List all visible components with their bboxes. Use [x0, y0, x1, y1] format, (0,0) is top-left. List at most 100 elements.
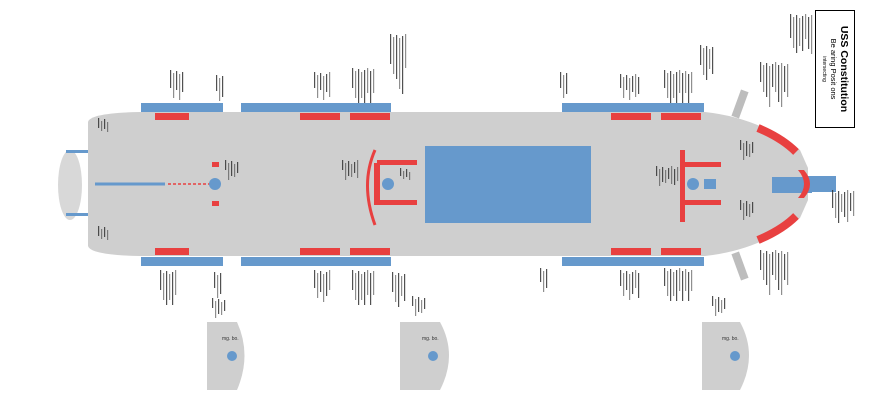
pin-label-mark	[749, 144, 751, 157]
mizzen-bitt-top	[212, 162, 219, 167]
pin-label-mark	[182, 72, 184, 92]
pin-label-mark	[796, 15, 798, 53]
pin-label-mark	[212, 298, 214, 308]
pin-label-mark	[415, 299, 417, 316]
pin-label-mark	[345, 163, 347, 180]
chains-main-top-1	[300, 113, 340, 120]
main-mast	[382, 178, 394, 190]
pin-label-mark	[351, 164, 353, 177]
pin-label-mark	[688, 272, 690, 301]
pin-label-mark	[838, 191, 840, 223]
pin-label-mark	[104, 227, 106, 237]
chains-fore-bottom-1	[611, 248, 651, 255]
fore-top-mast	[730, 351, 740, 361]
pin-label-mark	[850, 193, 852, 211]
pin-label-mark	[179, 74, 181, 100]
pin-label-mark	[853, 191, 855, 216]
pin-label-mark	[237, 162, 239, 173]
pin-label-mark	[784, 66, 786, 92]
pin-label-mark	[778, 253, 780, 290]
chains-fore-bottom-2	[661, 248, 701, 255]
pin-label-mark	[170, 70, 172, 88]
pin-label-mark	[674, 169, 676, 185]
pin-label-mark	[632, 76, 634, 92]
pin-label-mark	[348, 161, 350, 176]
pin-label-mark	[225, 160, 227, 170]
pin-label-mark	[566, 73, 568, 94]
pin-label-mark	[700, 45, 702, 65]
pin-label-mark	[107, 230, 109, 240]
pin-label-mark	[781, 251, 783, 295]
pin-label-mark	[682, 271, 684, 301]
pin-label-mark	[329, 270, 331, 290]
pin-label-mark	[752, 202, 754, 213]
stern-davit-bottom	[66, 213, 92, 216]
pin-label-mark	[844, 192, 846, 217]
belaying-pin-labels: mg. bo.mg. bo.mg. bo.	[98, 14, 855, 342]
top-label: mg. bo.	[222, 336, 239, 342]
pin-label-mark	[224, 300, 226, 311]
pin-label-mark	[623, 77, 625, 98]
pin-label-mark	[709, 49, 711, 69]
pin-label-mark	[832, 190, 834, 208]
pin-label-mark	[320, 271, 322, 292]
mizzen-top-mast	[227, 351, 237, 361]
pin-label-mark	[665, 170, 667, 183]
pin-label-mark	[679, 268, 681, 291]
bow-rail-top	[756, 124, 799, 155]
channel-fore-top	[562, 103, 704, 112]
pin-label-mark	[635, 74, 637, 97]
pin-label-mark	[373, 271, 375, 295]
pin-label-mark	[638, 77, 640, 94]
pin-label-mark	[107, 122, 109, 132]
pin-label-mark	[778, 65, 780, 102]
pin-label-mark	[706, 46, 708, 80]
pin-label-mark	[626, 271, 628, 290]
mizzen-mast	[209, 178, 221, 190]
pin-label-mark	[396, 35, 398, 79]
channel-fore-bottom	[562, 257, 704, 266]
pin-label-mark	[395, 275, 397, 302]
main-hatch	[425, 146, 591, 223]
pin-label-mark	[685, 269, 687, 291]
pin-label-mark	[173, 73, 175, 98]
pin-label-mark	[662, 167, 664, 182]
pin-label-mark	[320, 73, 322, 90]
pin-label-mark	[676, 270, 678, 301]
top-label: mg. bo.	[722, 336, 739, 342]
diagram-subtitle: Be aring Posit ons	[829, 38, 838, 100]
main-pinrail-bottom	[377, 200, 417, 205]
pin-label-mark	[361, 72, 363, 98]
pin-label-mark	[670, 71, 672, 103]
stern-davit-top	[66, 150, 92, 153]
mizzen-top	[207, 322, 245, 390]
pin-label-mark	[752, 142, 754, 153]
pin-label-mark	[790, 14, 792, 38]
pin-label-mark	[354, 162, 356, 173]
pin-label-mark	[746, 141, 748, 156]
pin-label-mark	[367, 68, 369, 93]
pin-label-mark	[743, 143, 745, 160]
pin-label-mark	[314, 72, 316, 88]
pin-label-mark	[400, 168, 402, 176]
pin-label-mark	[632, 272, 634, 294]
pin-label-mark	[763, 253, 765, 280]
pin-label-mark	[659, 169, 661, 186]
pin-label-mark	[620, 74, 622, 88]
chains-main-bottom-2	[350, 248, 390, 255]
pin-label-mark	[671, 166, 673, 184]
pin-label-mark	[676, 72, 678, 103]
pin-label-mark	[715, 299, 717, 316]
pin-label-mark	[393, 37, 395, 74]
pin-label-mark	[763, 65, 765, 92]
pin-label-mark	[401, 276, 403, 296]
pin-label-mark	[214, 272, 216, 288]
bowsprit	[772, 177, 812, 193]
pin-label-mark	[399, 38, 401, 89]
pin-label-mark	[217, 275, 219, 298]
pin-label-mark	[221, 302, 223, 315]
pin-label-mark	[740, 140, 742, 150]
pin-label-mark	[749, 204, 751, 217]
pin-label-mark	[793, 17, 795, 48]
